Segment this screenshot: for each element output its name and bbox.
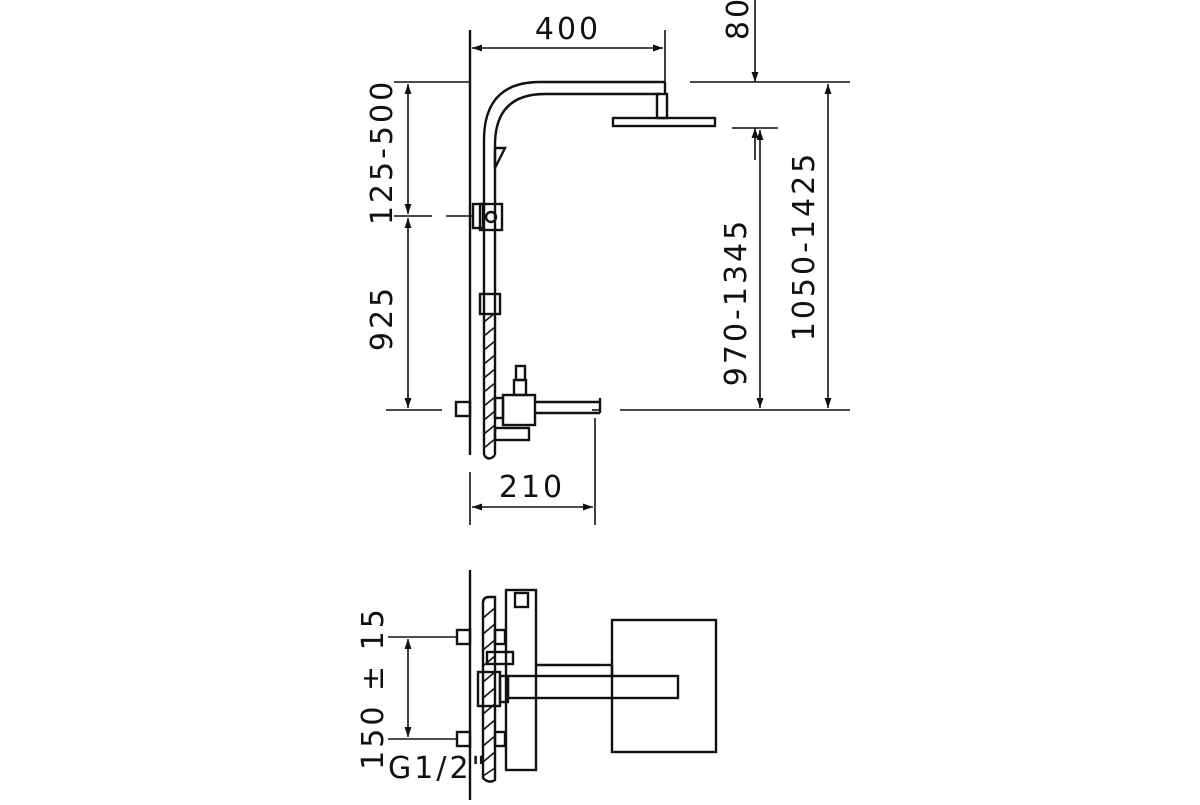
- column-cap: [513, 591, 530, 609]
- dim-head-height-from-mixer: 970-1345: [719, 218, 754, 386]
- dim-total-height: 1050-1425: [787, 151, 822, 342]
- dim-spout-projection: 210: [499, 470, 565, 505]
- slider-wall-bracket: [471, 202, 485, 230]
- plan-view: [455, 570, 718, 800]
- dim-head-offset: 80: [721, 0, 756, 40]
- eccentric-bottom: [493, 730, 507, 748]
- side-view-dimensions: 400 80 125-500 925 970-1345 1050-1425 21…: [365, 0, 850, 525]
- dim-arm-length: 400: [535, 12, 601, 47]
- inlet-top: [455, 628, 472, 646]
- plan-view-dimensions: 150 ± 15 G1/2": [356, 606, 488, 786]
- thread-label: G1/2": [388, 751, 488, 786]
- dim-inlet-spacing: 150 ± 15: [356, 606, 391, 770]
- mixer-column: [504, 588, 538, 772]
- dim-slider-range: 125-500: [365, 79, 400, 225]
- shower-head: [611, 116, 717, 128]
- slider-holder: [478, 202, 504, 232]
- inlet-bottom: [455, 730, 472, 748]
- escutcheon-hatching: [482, 607, 496, 777]
- mixer-body: [501, 393, 537, 427]
- shower-head-plan: [610, 618, 718, 754]
- pipe-bottom-cap: [483, 454, 496, 460]
- wall-inlet: [454, 400, 472, 418]
- lever-base: [512, 378, 528, 397]
- side-view: [454, 30, 717, 460]
- pipe-clamp: [478, 292, 502, 316]
- eccentric-top: [493, 628, 507, 646]
- dim-mixer-height: 925: [365, 285, 400, 351]
- pipe-hatching: [483, 312, 496, 449]
- head-connector: [655, 92, 669, 120]
- spout-plan: [506, 674, 680, 700]
- shower-pipe-outer: [482, 80, 665, 455]
- mixer-bottom-connector: [493, 426, 531, 442]
- slider-knob: [484, 210, 498, 224]
- diverter-nub: [493, 146, 507, 169]
- diverter-handle: [485, 650, 515, 666]
- shower-pipe-inner: [493, 92, 660, 455]
- lever-handle: [514, 364, 527, 382]
